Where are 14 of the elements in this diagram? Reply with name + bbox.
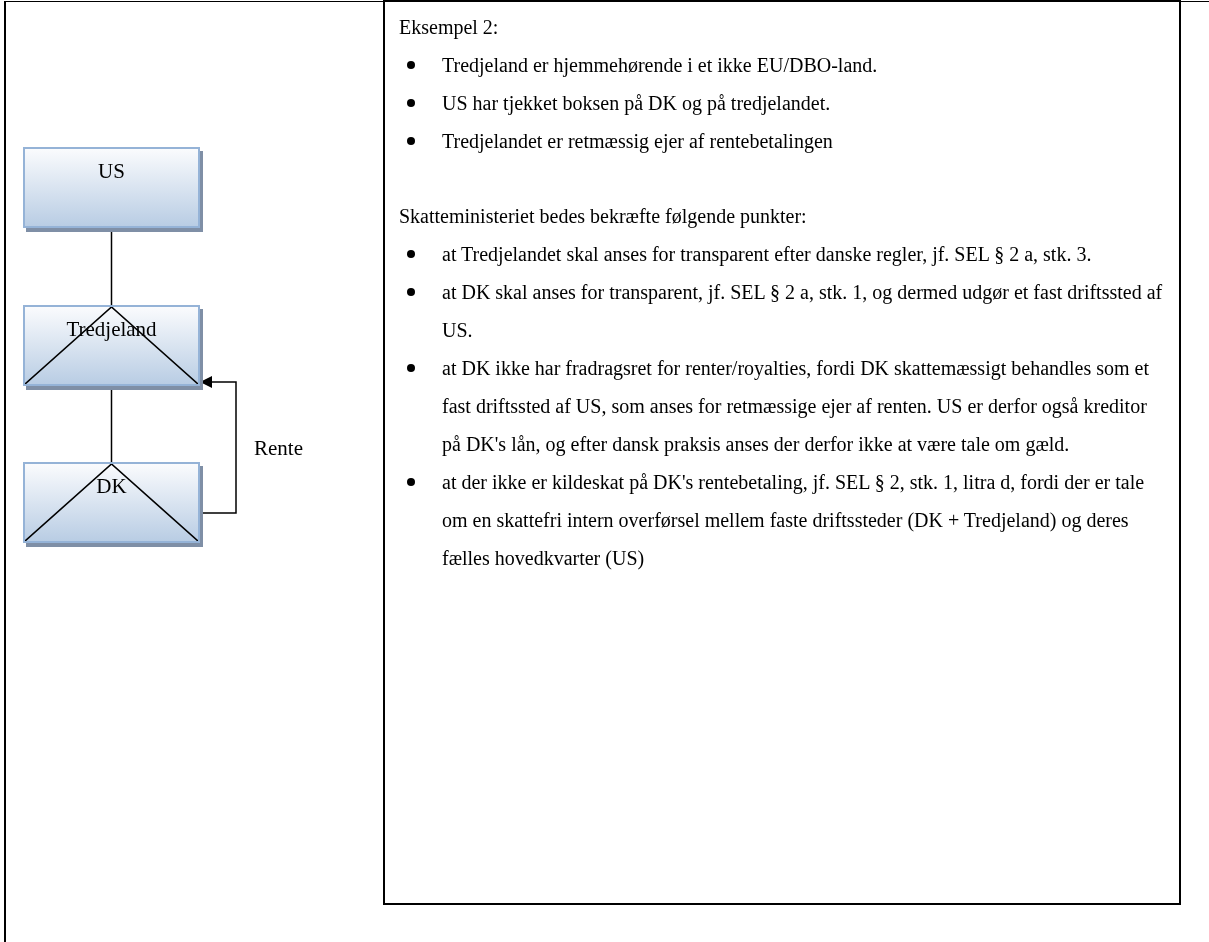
paragraph: Skatteministeriet bedes bekræfte følgende punkter:	[399, 204, 808, 230]
bullet-item: US har tjekket boksen på DK og på tredjelandet.	[399, 84, 1165, 122]
panel-heading: Eksempel 2:	[399, 15, 500, 41]
bullet-item: Tredjeland er hjemmehørende i et ikke EU/DBO-land.	[399, 46, 1165, 84]
connector-line	[110, 231, 113, 306]
bullet-item: at der ikke er kildeskat på DK's rentebetaling, jf. SEL § 2, stk. 1, litra d, fordi der er tale om en skattefri intern overførsel mellem faste driftssteder (DK + Tredjeland) og deres fælles hovedkvarter (US)	[399, 463, 1165, 577]
bullet-item: at DK ikke har fradragsret for renter/royalties, fordi DK skattemæssigt behandles som et fast driftssted af US, som anses for retmæssige ejer af renten. US er derfor også kreditor på DK's lån, og efter dansk praksis anses der derfor ikke at være tale om gæld.	[399, 349, 1165, 463]
text-panel	[383, 0, 1181, 905]
entity-name: DK	[96, 474, 127, 499]
bullet-item: Tredjelandet er retmæssig ejer af rentebetalingen	[399, 122, 1165, 160]
bullet-item: at DK skal anses for transparent, jf. SEL § 2 a, stk. 1, og dermed udgør et fast driftssted af US.	[399, 273, 1165, 349]
entity-name: US	[98, 159, 125, 184]
bullet-item: at Tredjelandet skal anses for transparent efter danske regler, jf. SEL § 2 a, stk. 3.	[399, 235, 1165, 273]
connector-line	[110, 389, 113, 463]
